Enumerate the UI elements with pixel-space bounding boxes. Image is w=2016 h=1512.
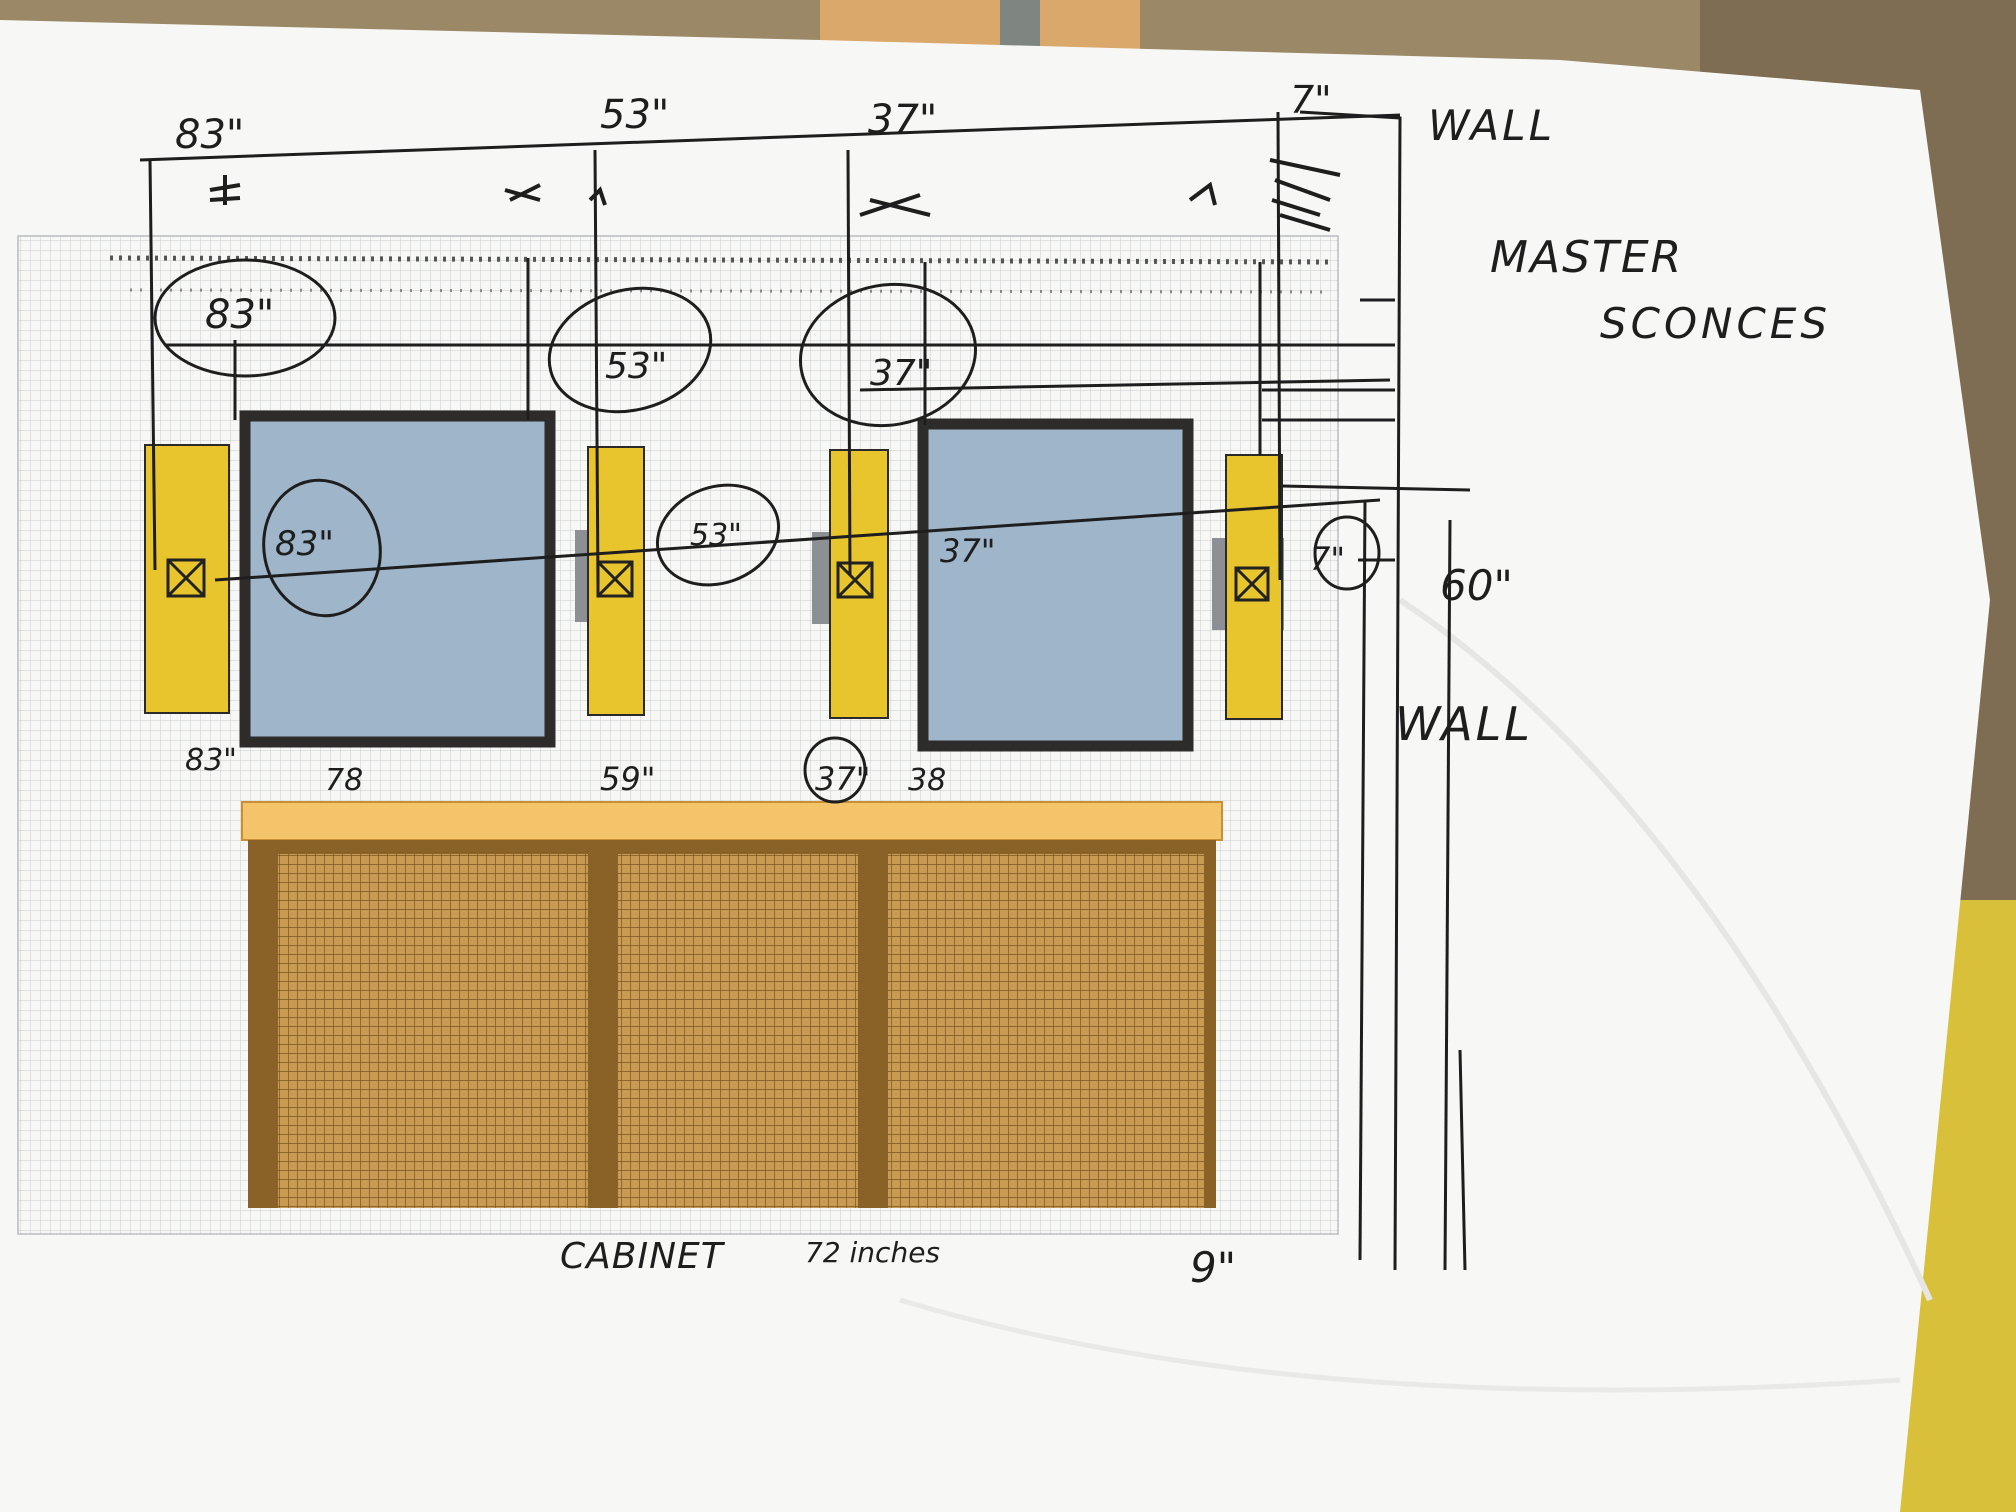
label-wall-top: WALL — [1428, 101, 1555, 150]
dim-53-mid: 53" — [690, 518, 742, 553]
dim-78: 78 — [325, 763, 363, 798]
label-wall-right: WALL — [1395, 697, 1533, 751]
dim-37-top: 37" — [868, 97, 937, 143]
handwritten-annotations — [139, 110, 1471, 1271]
cabinet-size-label: 72 inches — [805, 1236, 940, 1269]
dim-83-top: 83" — [175, 112, 244, 158]
mirror-2 — [917, 418, 1194, 752]
dim-37-mid: 37" — [940, 532, 995, 570]
sconce-position-scribbles — [209, 158, 1341, 232]
dim-53-circle: 53" — [605, 346, 667, 387]
dim-83-circle: 83" — [205, 292, 274, 338]
dim-7-mid: 7" — [1310, 540, 1345, 578]
mirror-1 — [239, 410, 556, 748]
sconce-3 — [812, 449, 889, 719]
sconce-2 — [575, 446, 645, 716]
label-sconces: SCONCES — [1600, 299, 1831, 348]
dim-60: 60" — [1440, 561, 1513, 610]
dim-53-top: 53" — [600, 92, 669, 138]
label-master: MASTER — [1490, 232, 1683, 283]
dim-7-top: 7" — [1290, 78, 1332, 122]
dim-38: 38 — [908, 763, 946, 798]
dim-37-circle: 37" — [870, 353, 932, 394]
cabinet-label: CABINET — [560, 1236, 726, 1277]
dim-83-mirror: 83" — [275, 524, 334, 564]
dim-83-bottom: 83" — [185, 743, 237, 778]
dim-9: 9" — [1190, 1243, 1236, 1292]
sconce-4 — [1212, 454, 1284, 720]
dim-59: 59" — [600, 760, 655, 798]
dim-37-bottom: 37" — [815, 760, 870, 798]
cabinet — [241, 801, 1223, 1208]
